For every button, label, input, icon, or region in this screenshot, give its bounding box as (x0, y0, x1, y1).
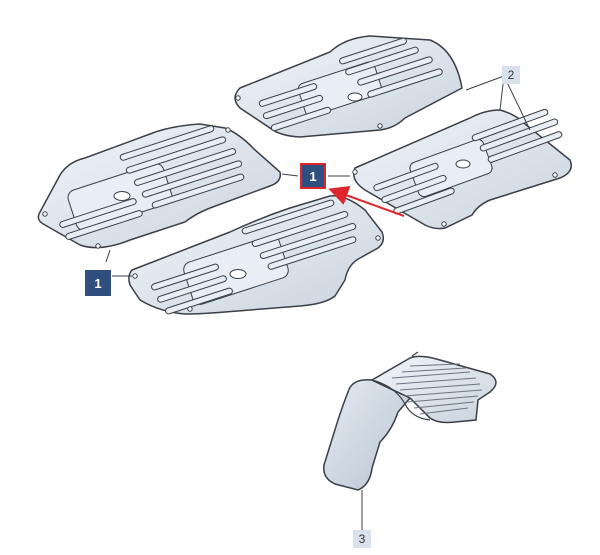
red-arrow-icon (328, 186, 405, 217)
callout-part-2[interactable]: 2 (502, 66, 520, 84)
rear-floor-mat-right (352, 108, 572, 230)
leader-lines (105, 75, 531, 530)
callout-part-1-left[interactable]: 1 (85, 270, 111, 296)
callout-part-1-center-selected[interactable]: 1 (300, 163, 326, 189)
rear-floor-mat-top (234, 35, 463, 138)
callout-part-3[interactable]: 3 (353, 530, 371, 548)
tunnel-floor-mat (322, 351, 497, 491)
front-floor-mat-left (37, 123, 282, 249)
